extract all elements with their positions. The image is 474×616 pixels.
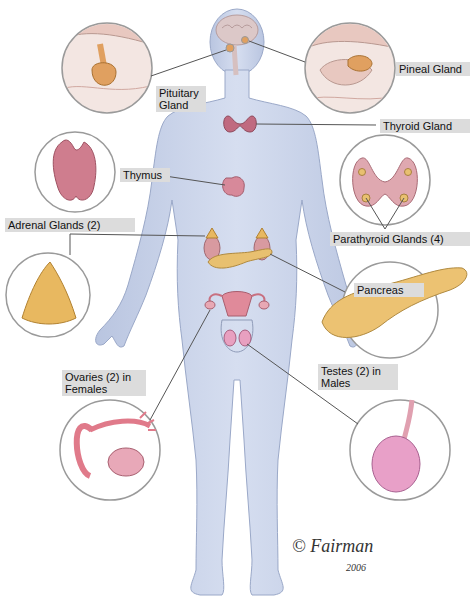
body-silhouette-part — [210, 9, 264, 75]
inset-circles-part — [35, 132, 115, 212]
leader-lines-part — [270, 254, 345, 292]
inset-drawings-part-part — [22, 262, 76, 324]
organs-part — [222, 25, 252, 28]
part-label: Testes (2) in Males — [318, 364, 398, 390]
leader-lines-part — [165, 176, 225, 185]
inset-drawings-part-part — [353, 158, 418, 206]
inset-drawings-part-part — [359, 169, 366, 176]
inset-drawings-part — [140, 412, 156, 430]
part-label: Thyroid Gland — [380, 119, 470, 133]
inset-circles-part — [60, 400, 160, 500]
inset-circles-part — [62, 23, 152, 113]
inset-drawings-part-part — [53, 140, 96, 200]
leader-lines-part — [150, 310, 210, 420]
organs-part — [222, 292, 252, 317]
inset-drawings-part — [90, 421, 150, 430]
inset-drawings-part — [353, 158, 418, 206]
organs-part — [221, 320, 253, 352]
leader-lines-part — [256, 124, 376, 125]
inset-drawings-part-part — [60, 86, 150, 90]
part-label: Pineal Gland — [396, 62, 470, 76]
inset-circles-part — [6, 253, 90, 337]
inset-drawings-part-part — [60, 20, 150, 44]
organs-part — [239, 330, 251, 346]
inset-circles-part — [340, 135, 430, 225]
leader-lines-part — [249, 41, 305, 62]
inset-drawings-part — [22, 262, 76, 324]
part-label: Ovaries (2) in Females — [62, 370, 146, 396]
organs-part — [224, 116, 257, 132]
leader-lines-part — [151, 50, 226, 76]
inset-drawings — [22, 20, 467, 492]
inset-drawings-part — [60, 20, 150, 90]
part-label: Pituitary Gland — [156, 86, 206, 112]
inset-drawings-part-part — [348, 56, 372, 71]
inset-drawings-part-part — [405, 169, 412, 176]
organs-part — [206, 228, 218, 238]
inset-circles-part — [350, 400, 450, 500]
organs-part — [234, 45, 236, 75]
artist-signature: 2006 — [346, 562, 366, 573]
leader-lines-part — [366, 198, 404, 229]
inset-drawings-part — [404, 400, 412, 440]
inset-drawings-part-part — [92, 63, 116, 86]
organs-part — [223, 177, 245, 197]
inset-drawings-part — [372, 436, 420, 492]
organs-part — [242, 37, 249, 44]
organs-part — [226, 44, 234, 52]
organs-part — [256, 228, 268, 238]
leader-lines-part — [70, 234, 205, 255]
artist-signature: © Fairman — [292, 536, 373, 557]
organs-part — [208, 249, 272, 268]
organs-part — [224, 330, 236, 346]
inset-drawings-part-part — [303, 96, 396, 100]
inset-drawings-part — [322, 268, 467, 338]
part-label: Parathyroid Glands (4) — [330, 232, 470, 246]
organs-part — [259, 301, 269, 309]
inset-drawings-part — [77, 426, 92, 476]
organs-part — [216, 15, 258, 45]
organs-part — [205, 301, 215, 309]
part-label: Pancreas — [354, 283, 424, 297]
part-label: Adrenal Glands (2) — [5, 218, 135, 232]
inset-drawings-part — [108, 448, 144, 476]
inset-drawings-part-part — [303, 20, 396, 50]
organs-part — [210, 294, 265, 302]
inset-circles — [6, 23, 450, 500]
part-label: Thymus — [120, 168, 170, 182]
inset-drawings-part — [53, 140, 96, 200]
inset-drawings-part — [303, 20, 396, 100]
